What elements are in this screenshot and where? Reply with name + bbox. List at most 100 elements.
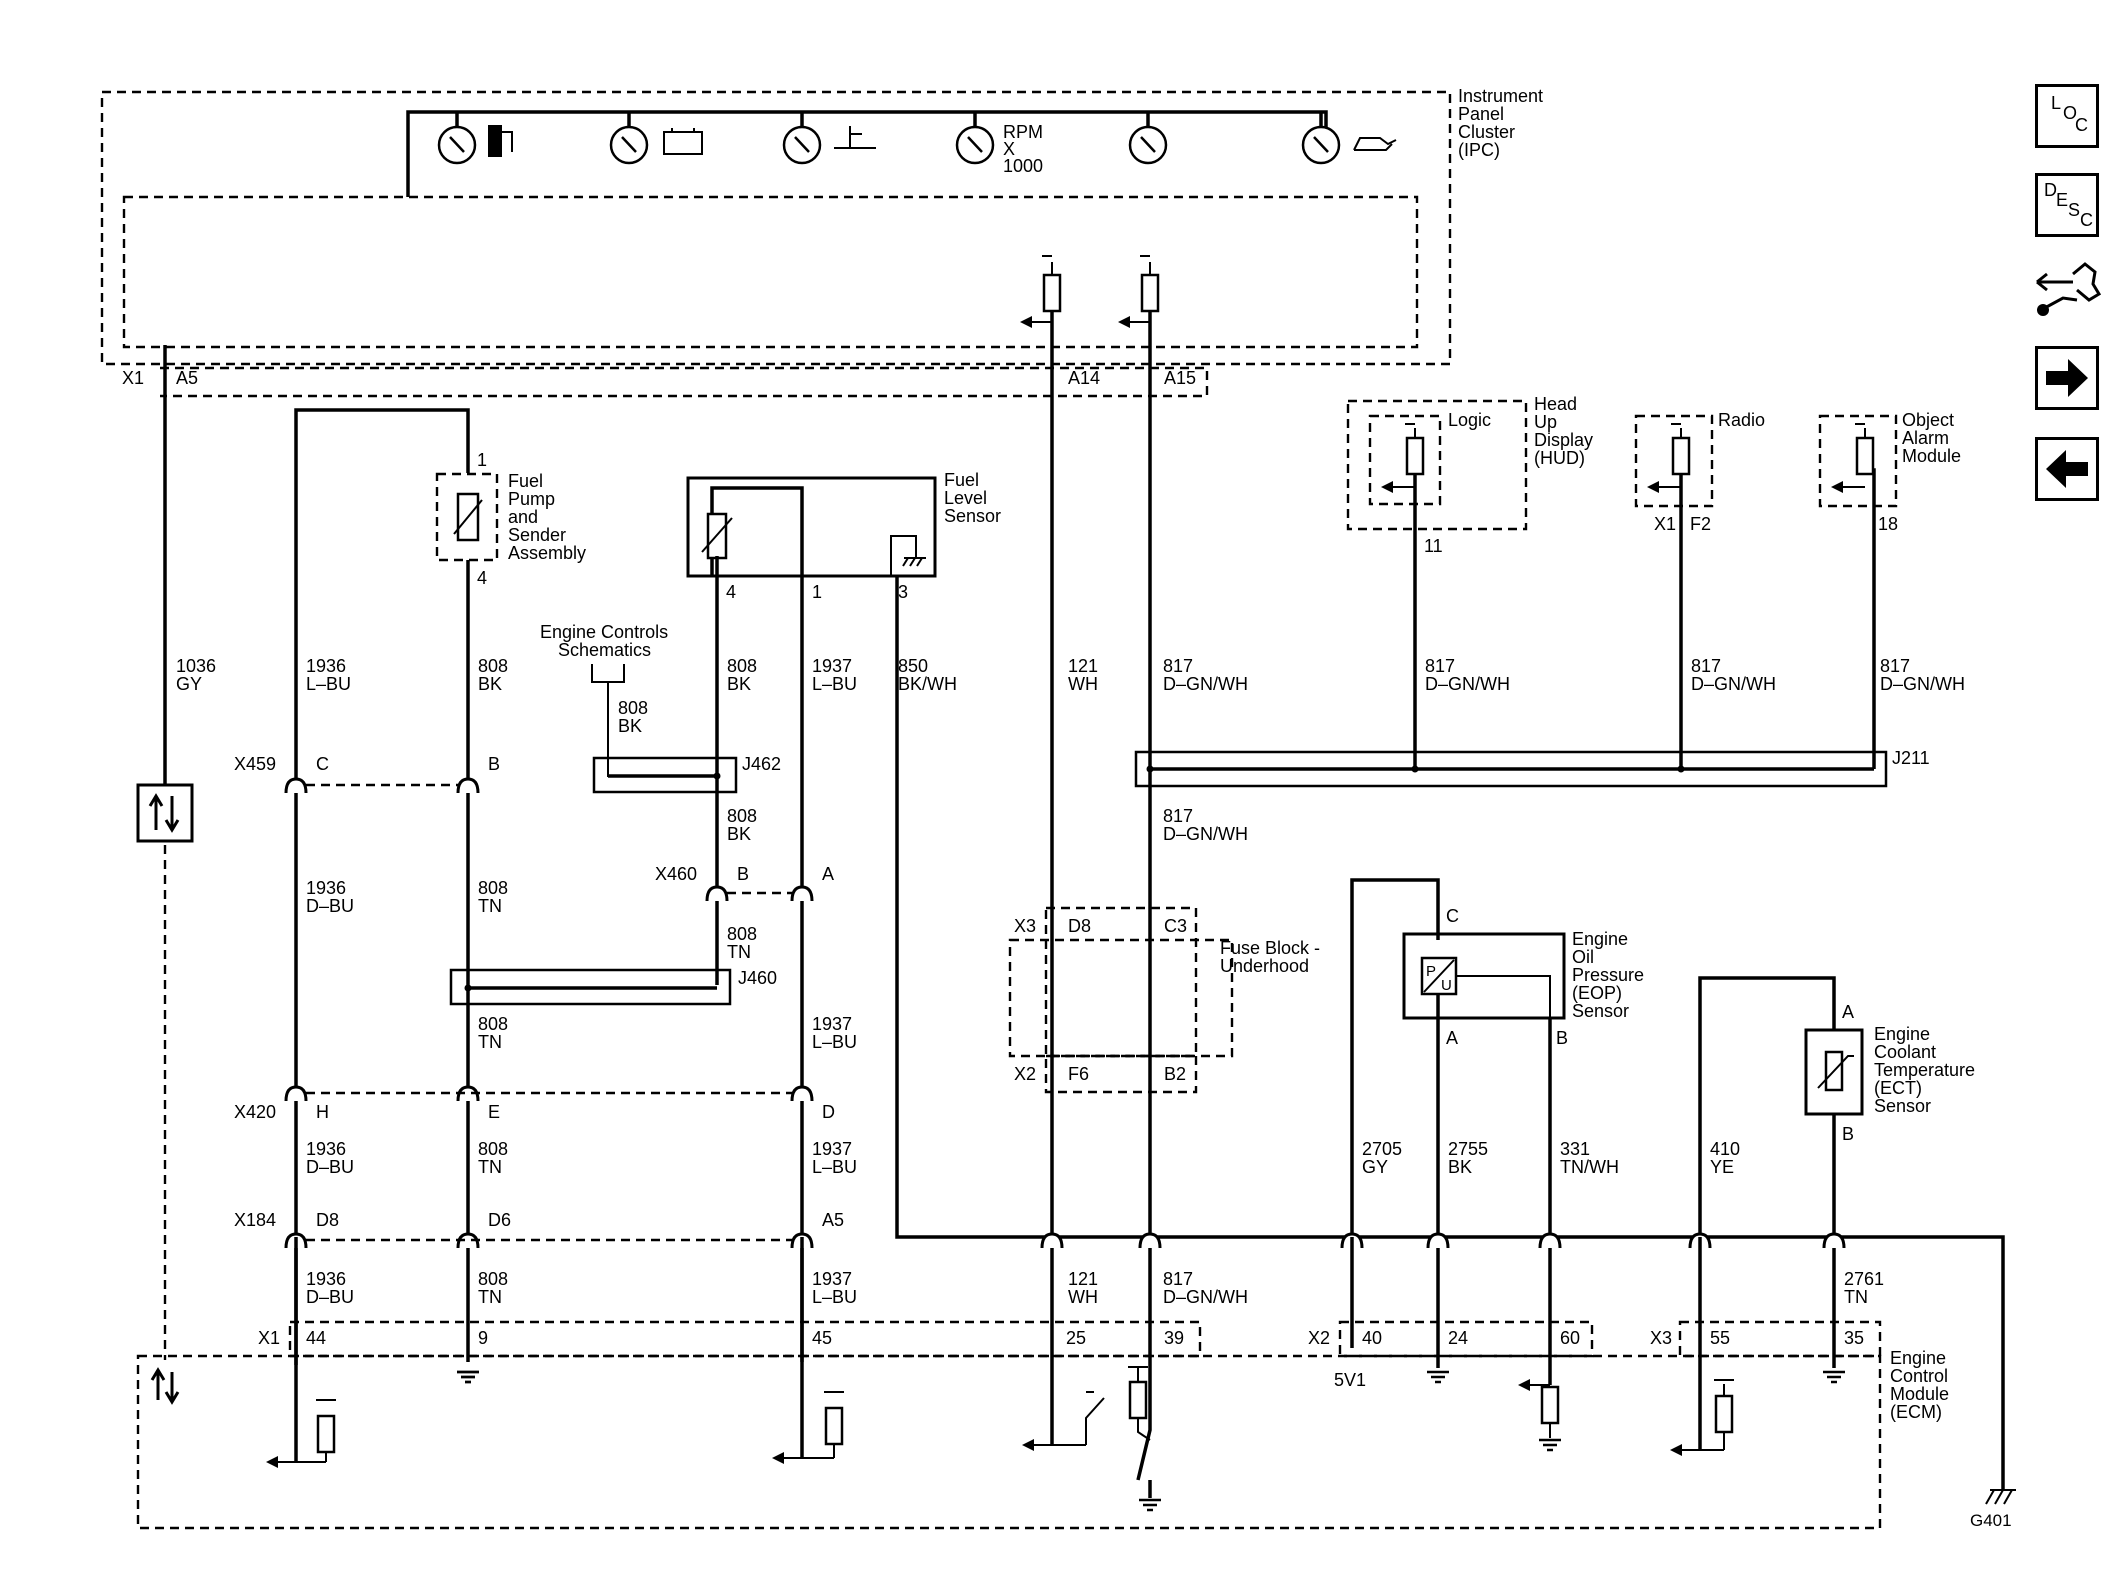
x460-pin-a: A: [822, 864, 834, 884]
j211-wire-817-color: D–GN/WH: [1163, 824, 1248, 844]
wire-2761-number: 2761: [1844, 1269, 1884, 1289]
pin-a15-label: A15: [1164, 368, 1196, 388]
fuel-level-variable-resistor-icon: [701, 512, 733, 560]
fuel-level-label-1: Fuel: [944, 470, 979, 490]
fuel-level-pin-3: 3: [898, 582, 908, 602]
x460-wire-808-tn-color: TN: [727, 942, 751, 962]
j460-wire-1937-color: L–BU: [812, 1032, 857, 1052]
location-button[interactable]: L O C: [2035, 84, 2099, 148]
eop-label-5: Sensor: [1572, 1001, 1629, 1021]
wire-850-number: 850: [898, 656, 928, 676]
x420-wire-1937-color: L–BU: [812, 1157, 857, 1177]
ecm-x2-label: X2: [1308, 1328, 1330, 1348]
j460-wire-808-color: TN: [478, 1032, 502, 1052]
splice-pack-j211: [1134, 750, 1888, 788]
loc-letter-o: O: [2063, 103, 2077, 123]
fuse-pin-c3: C3: [1164, 916, 1187, 936]
x184-pin-a5: A5: [822, 1210, 844, 1230]
speedometer-gauge-icon: [1128, 125, 1168, 165]
x459-pin-c: C: [316, 754, 329, 774]
x459-label: X459: [234, 754, 276, 774]
j460-wire-1937-number: 1937: [812, 1014, 852, 1034]
x184-wire-1936-number: 1936: [306, 1269, 346, 1289]
oil-can-icon: [1353, 137, 1397, 151]
ref-wire-808-number: 808: [618, 698, 648, 718]
j460-label: J460: [738, 968, 777, 988]
engine-controls-label-2: Schematics: [558, 640, 651, 660]
ecm-pin-55: 55: [1710, 1328, 1730, 1348]
wire-2705-color: GY: [1362, 1157, 1388, 1177]
x184-pin-d6: D6: [488, 1210, 511, 1230]
x420-wire-808-number: 808: [478, 1139, 508, 1159]
ecm-label-2: Control: [1890, 1366, 1948, 1386]
arrow-left-icon: [2046, 450, 2088, 488]
ect-pin-b: B: [1842, 1124, 1854, 1144]
x184-wire-1936-color: D–BU: [306, 1287, 354, 1307]
pressure-transducer-icon: P U: [1420, 956, 1458, 996]
wire-2755-number: 2755: [1448, 1139, 1488, 1159]
radio-label: Radio: [1718, 410, 1765, 430]
x1-ipc-label: X1: [122, 368, 144, 388]
ecm-x1-label: X1: [258, 1328, 280, 1348]
j211-wire-817-number: 817: [1163, 806, 1193, 826]
wire-1936-dbu-color: D–BU: [306, 896, 354, 916]
hud-wire-817-number: 817: [1425, 656, 1455, 676]
ecm-wire-121-number: 121: [1068, 1269, 1098, 1289]
eop-label-4: (EOP): [1572, 983, 1622, 1003]
wire-808-bk-number: 808: [478, 656, 508, 676]
eop-pin-c: C: [1446, 906, 1459, 926]
engine-control-module: [136, 1354, 1882, 1530]
fuse-pin-b2: B2: [1164, 1064, 1186, 1084]
ecm-ignition-input-817: [1128, 1366, 1163, 1512]
description-button[interactable]: D E S C: [2035, 173, 2099, 237]
connector-view-button[interactable]: [2033, 254, 2103, 324]
hud-wire-817-color: D–GN/WH: [1425, 674, 1510, 694]
fuse-block-underhood: [1044, 906, 1198, 1058]
x184-label: X184: [234, 1210, 276, 1230]
fuse-x2-label: X2: [1014, 1064, 1036, 1084]
next-page-button[interactable]: [2035, 346, 2099, 410]
connector-wrench-icon: [2036, 262, 2102, 316]
ecm-label-4: (ECM): [1890, 1402, 1942, 1422]
temperature-gauge-icon: [782, 125, 822, 165]
description-icon: D E S C: [2044, 180, 2093, 230]
wire-817-color: D–GN/WH: [1163, 674, 1248, 694]
splice-pack-j462: [592, 756, 738, 794]
ecm-coolant-temp-input: [1670, 1379, 1734, 1456]
rpm-x-label: X: [1003, 139, 1015, 159]
fuse-pin-d8: D8: [1068, 916, 1091, 936]
pin-a5-label: A5: [176, 368, 198, 388]
previous-page-button[interactable]: [2035, 437, 2099, 501]
x420-wire-808-color: TN: [478, 1157, 502, 1177]
desc-letter-s: S: [2068, 200, 2080, 220]
x420-wire-1936-number: 1936: [306, 1139, 346, 1159]
hud-label-3: Display: [1534, 430, 1593, 450]
fuse-x3-label: X3: [1014, 916, 1036, 936]
wire-331-number: 331: [1560, 1139, 1590, 1159]
engine-oil-pressure-sensor: [1402, 932, 1566, 1020]
g401-label: G401: [1970, 1511, 2012, 1530]
x420-pin-h: H: [316, 1102, 329, 1122]
ect-label-2: Coolant: [1874, 1042, 1936, 1062]
wire-410-color: YE: [1710, 1157, 1734, 1177]
x460-wire-808-tn-number: 808: [727, 924, 757, 944]
fuse-block-label-2: Underhood: [1220, 956, 1309, 976]
five-volt-reference-label: 5V1: [1334, 1370, 1366, 1390]
thermistor-icon: [1817, 1050, 1854, 1092]
wire-1036-color: GY: [176, 674, 202, 694]
wire-808-bk-b-number: 808: [727, 656, 757, 676]
battery-icon: [663, 128, 703, 155]
voltmeter-gauge-icon: [609, 125, 649, 165]
j462-label: J462: [742, 754, 781, 774]
radio-wire-817-number: 817: [1691, 656, 1721, 676]
wire-850-ground: [895, 576, 2005, 1490]
loc-letter-c: C: [2075, 115, 2088, 135]
wire-808-tn-number: 808: [478, 878, 508, 898]
ecm-wire-817-color: D–GN/WH: [1163, 1287, 1248, 1307]
fuel-level-sensor: [686, 476, 937, 578]
radio-module: [1634, 414, 1714, 508]
head-up-display-module: [1346, 399, 1528, 531]
ect-label-4: (ECT): [1874, 1078, 1922, 1098]
eop-label-3: Pressure: [1572, 965, 1644, 985]
object-alarm-label-2: Alarm: [1902, 428, 1949, 448]
